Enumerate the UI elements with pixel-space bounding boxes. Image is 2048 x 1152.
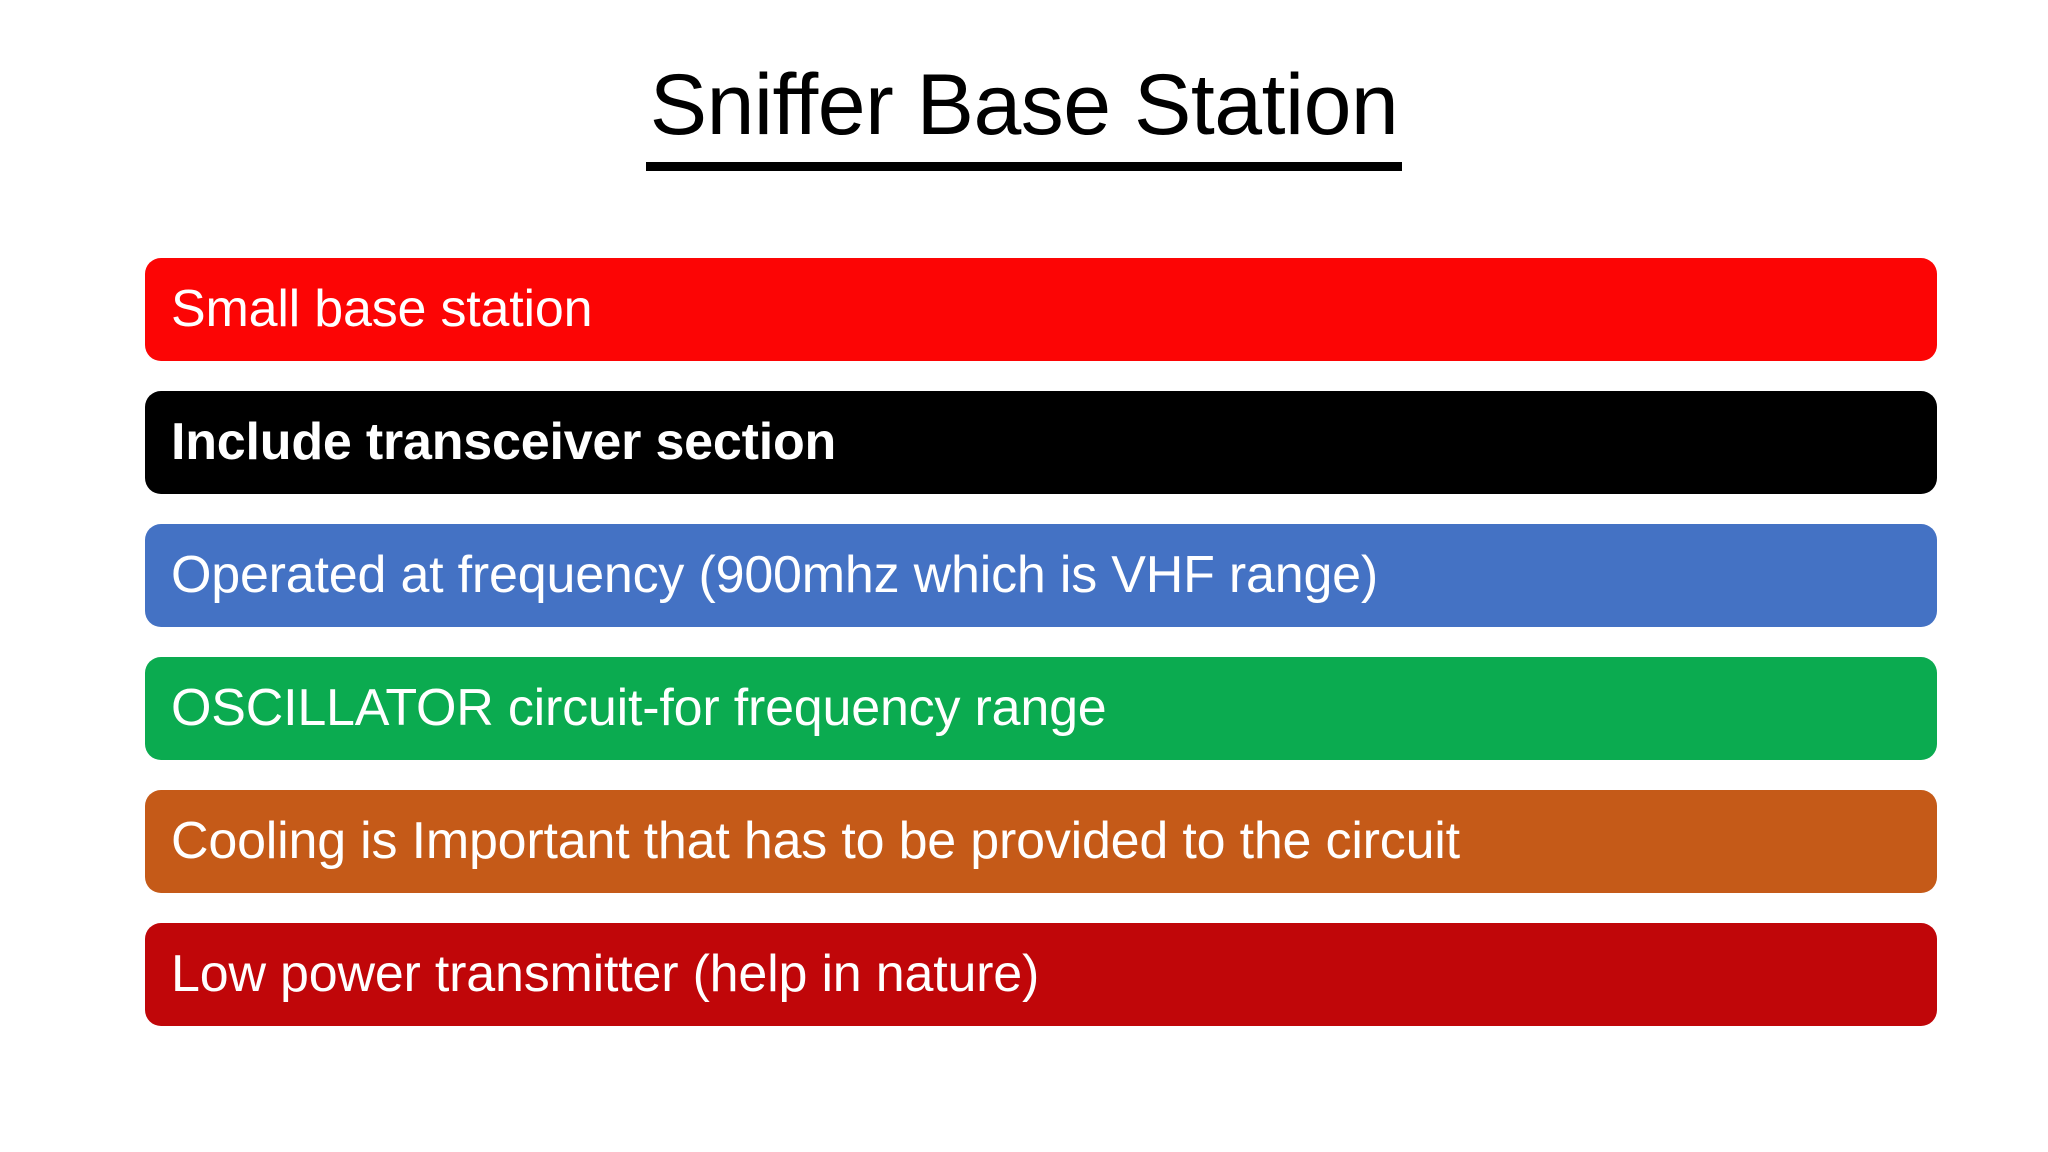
bar-item-small-base-station[interactable]: Small base station xyxy=(145,258,1937,361)
bar-item-operated-at-frequency[interactable]: Operated at frequency (900mhz which is V… xyxy=(145,524,1937,627)
page-title: Sniffer Base Station xyxy=(645,62,1403,171)
bar-label: Low power transmitter (help in nature) xyxy=(171,945,1040,1004)
bar-item-include-transceiver-section[interactable]: Include transceiver section xyxy=(145,391,1937,494)
bar-list: Small base station Include transceiver s… xyxy=(145,258,1937,1026)
bar-item-oscillator-circuit[interactable]: OSCILLATOR circuit-for frequency range xyxy=(145,657,1937,760)
bar-label: Operated at frequency (900mhz which is V… xyxy=(171,546,1378,605)
bar-label: Include transceiver section xyxy=(171,413,837,472)
bar-item-cooling-is-important[interactable]: Cooling is Important that has to be prov… xyxy=(145,790,1937,893)
slide-title-container: Sniffer Base Station xyxy=(0,62,2048,171)
bar-label: OSCILLATOR circuit-for frequency range xyxy=(171,679,1107,738)
bar-label: Small base station xyxy=(171,280,593,339)
bar-label: Cooling is Important that has to be prov… xyxy=(171,812,1460,871)
bar-item-low-power-transmitter[interactable]: Low power transmitter (help in nature) xyxy=(145,923,1937,1026)
